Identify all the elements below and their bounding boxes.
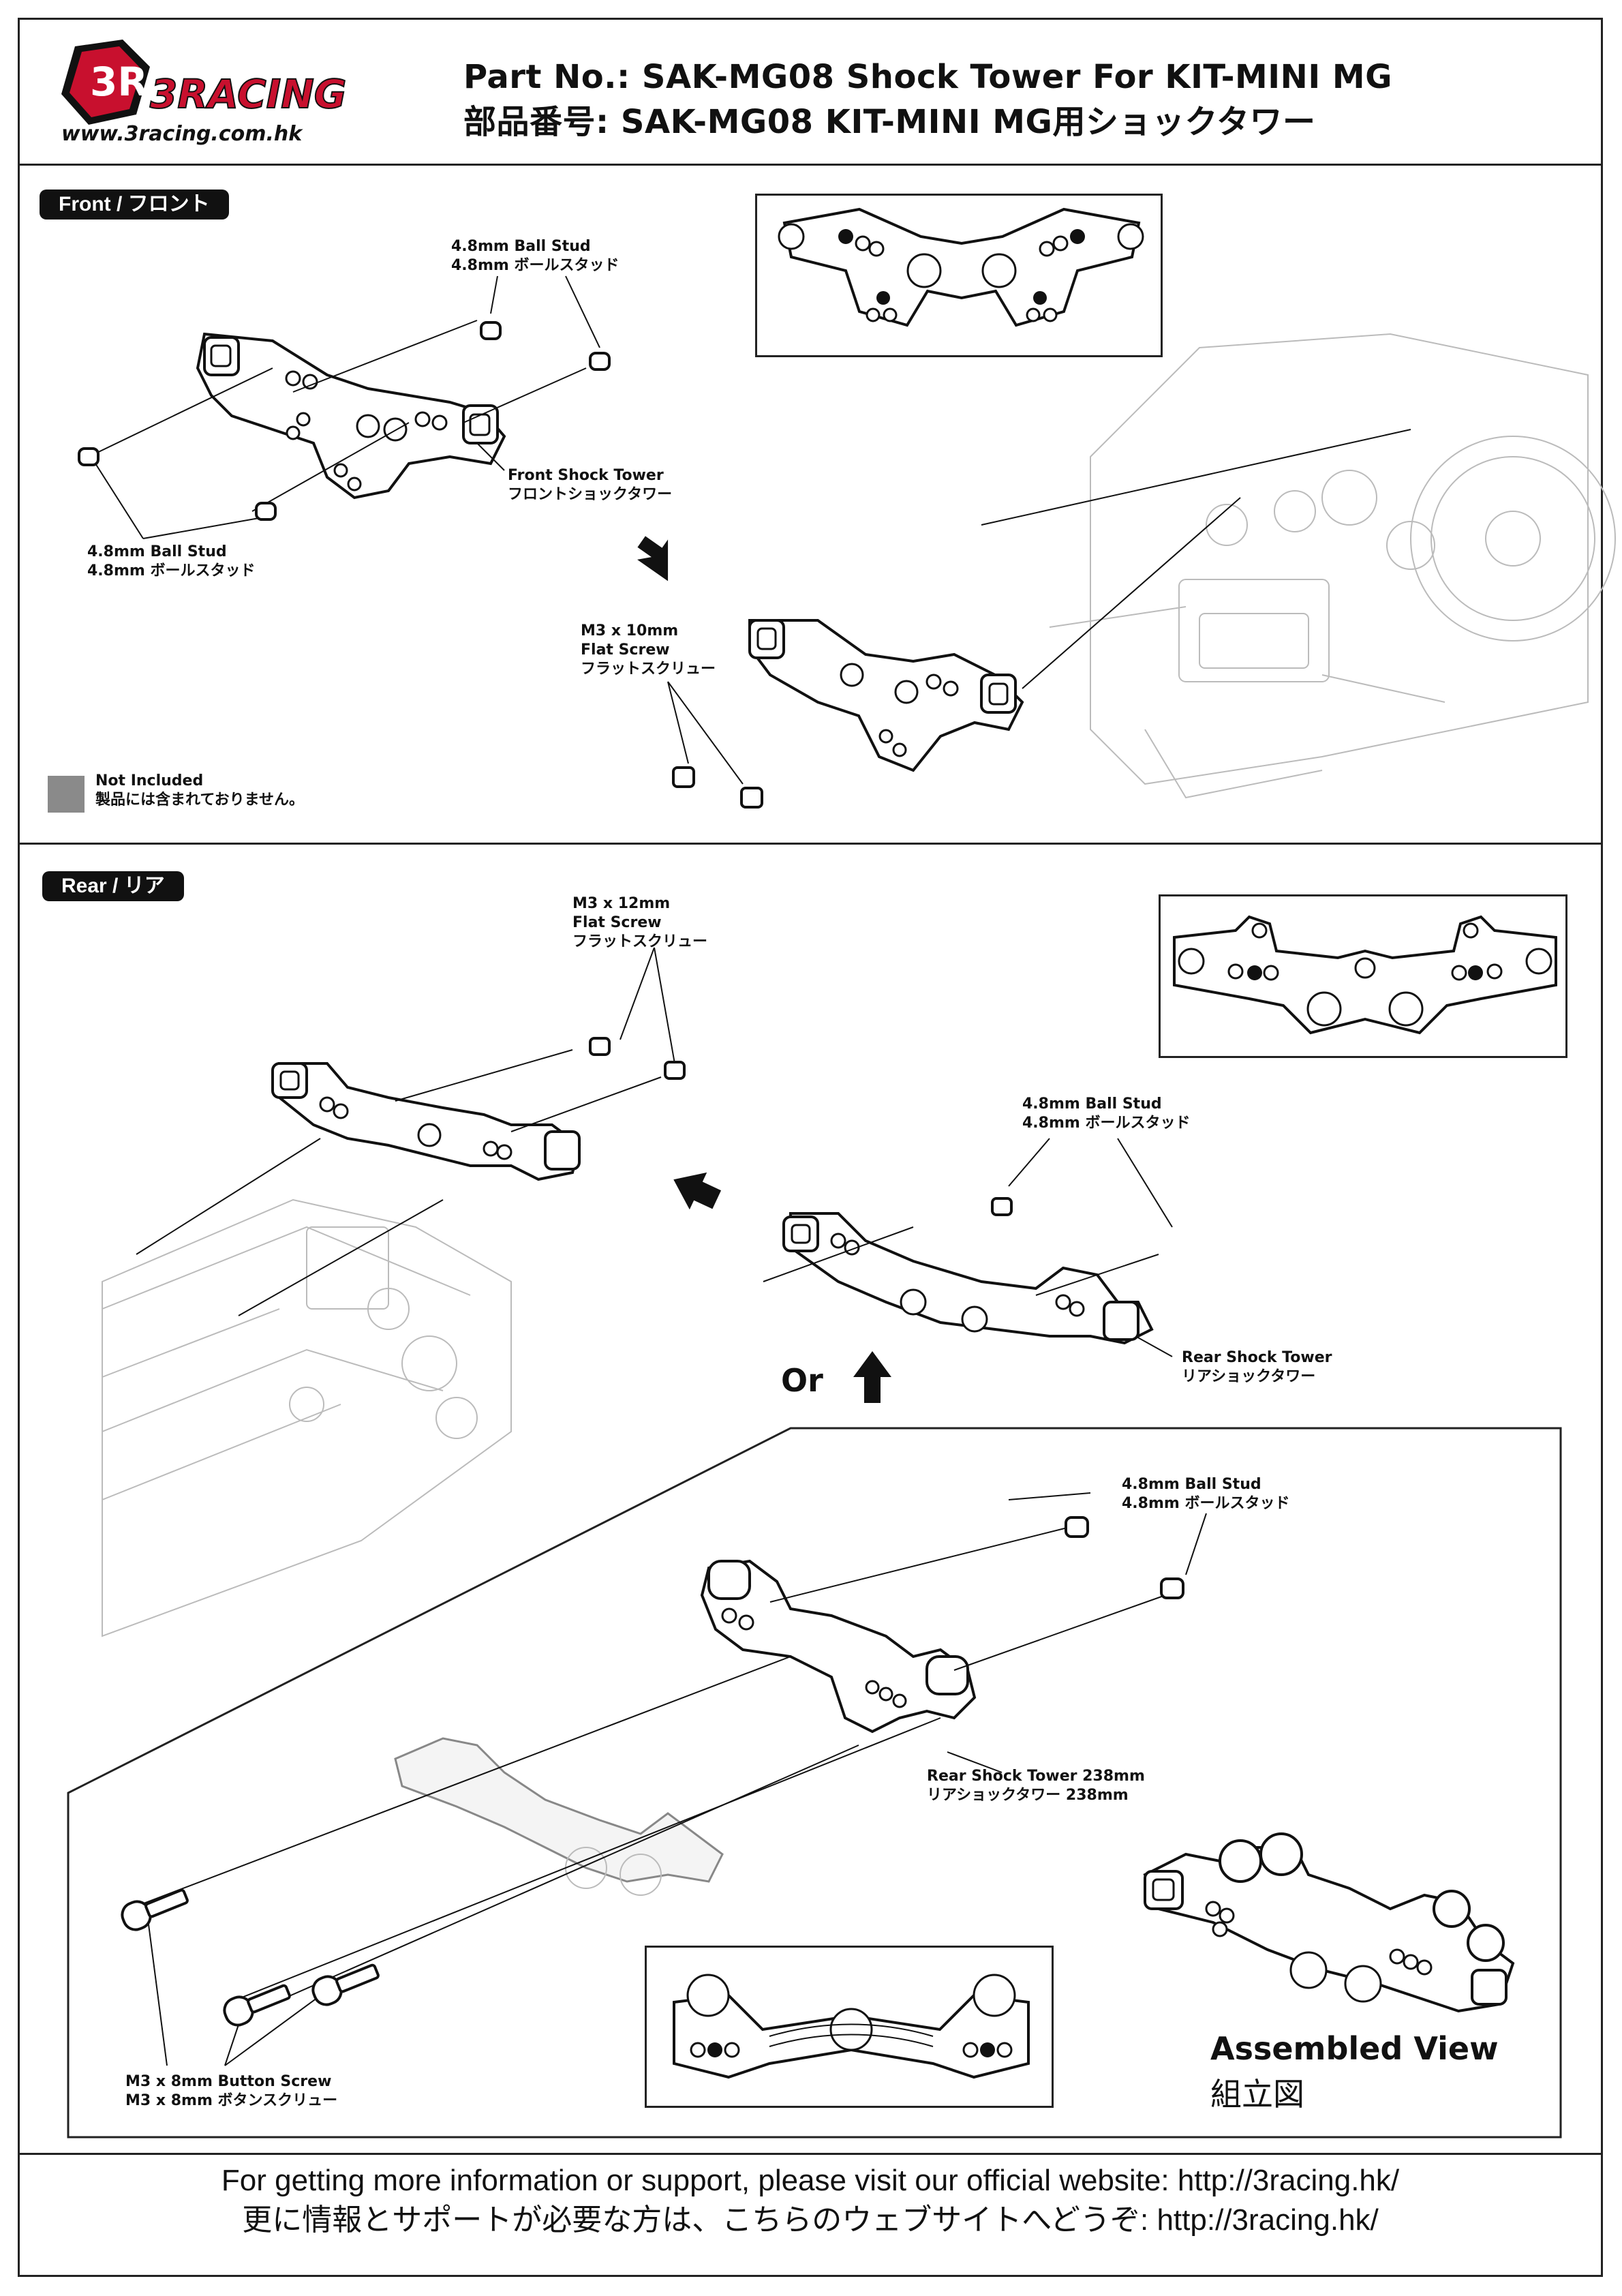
assembled-view-title: Assembled View bbox=[1210, 2030, 1499, 2067]
rear-shock-tower-drawing bbox=[763, 1197, 1159, 1345]
logo-text: 3RACING bbox=[150, 71, 346, 117]
logo-website: www.3racing.com.hk bbox=[61, 122, 303, 146]
rear-top-view-inset bbox=[1159, 894, 1567, 1058]
rear-shock-tower-label: Rear Shock Tower リアショックタワー bbox=[1182, 1349, 1332, 1385]
not-included-swatch bbox=[48, 776, 85, 813]
front-ball-stud-top-label: 4.8mm Ball Stud 4.8mm ボールスタッド bbox=[451, 238, 619, 274]
front-top-view-drawing bbox=[778, 207, 1144, 327]
title-en: Part No.: SAK-MG08 Shock Tower For KIT-M… bbox=[463, 58, 1393, 96]
logo-badge: 3R bbox=[90, 59, 148, 105]
front-shock-tower-label: Front Shock Tower フロントショックタワー bbox=[508, 467, 673, 503]
rear-direction-arrow-left bbox=[673, 1172, 722, 1210]
front-top-view-inset bbox=[755, 194, 1163, 357]
rear-shock-tower-238-drawing bbox=[129, 1516, 1184, 2005]
rear-ball-stud-238-label: 4.8mm Ball Stud 4.8mm ボールスタッド bbox=[1122, 1476, 1290, 1512]
brand-logo: 3R 3RACING www.3racing.com.hk bbox=[61, 40, 347, 146]
rear-shock-tower-238-label: Rear Shock Tower 238mm リアショックタワー 238mm bbox=[927, 1768, 1145, 1804]
rear-chassis-drawing bbox=[102, 1037, 686, 1637]
rear-direction-arrow-up bbox=[853, 1351, 891, 1403]
assembled-view-drawing bbox=[1143, 1832, 1515, 2013]
not-included-label: Not Included 製品には含まれておりません。 bbox=[95, 772, 305, 809]
button-screw-label: M3 x 8mm Button Screw M3 x 8mm ボタンスクリュー bbox=[125, 2073, 338, 2109]
rear-tag: Rear / リア bbox=[42, 871, 184, 901]
page-title: Part No.: SAK-MG08 Shock Tower For KIT-M… bbox=[463, 55, 1392, 145]
section-divider bbox=[18, 843, 1603, 845]
title-jp: 部品番号: SAK-MG08 KIT-MINI MG用ショックタワー bbox=[463, 103, 1316, 141]
front-chassis-drawing bbox=[672, 333, 1616, 809]
page-frame bbox=[18, 18, 1603, 2277]
footer-divider bbox=[18, 2153, 1603, 2155]
rear-238-top-view-drawing bbox=[673, 1974, 1030, 2079]
rear-top-view-drawing bbox=[1173, 915, 1557, 1035]
rear-flat-screw-label: M3 x 12mm Flat Screw フラットスクリュー bbox=[572, 895, 708, 950]
header-divider bbox=[18, 164, 1603, 166]
rear-238-top-view-inset bbox=[645, 1946, 1054, 2108]
footer-line-en: For getting more information or support,… bbox=[221, 2164, 1400, 2197]
or-label: Or bbox=[781, 1362, 823, 1399]
footer-line-jp: 更に情報とサポートが必要な方は、こちらのウェブサイトへどうぞ: http://3… bbox=[242, 2203, 1379, 2237]
footer: For getting more information or support,… bbox=[18, 2161, 1603, 2240]
front-ball-stud-left-label: 4.8mm Ball Stud 4.8mm ボールスタッド bbox=[87, 543, 256, 579]
front-direction-arrow bbox=[637, 536, 669, 581]
front-flat-screw-label: M3 x 10mm Flat Screw フラットスクリュー bbox=[581, 622, 716, 678]
button-screws-drawing bbox=[121, 1888, 380, 2027]
front-shock-tower-drawing bbox=[78, 320, 611, 521]
rear-ball-stud-label: 4.8mm Ball Stud 4.8mm ボールスタッド bbox=[1022, 1096, 1191, 1132]
front-tag: Front / フロント bbox=[40, 190, 229, 220]
assembled-view-title-jp: 組立図 bbox=[1210, 2076, 1304, 2113]
